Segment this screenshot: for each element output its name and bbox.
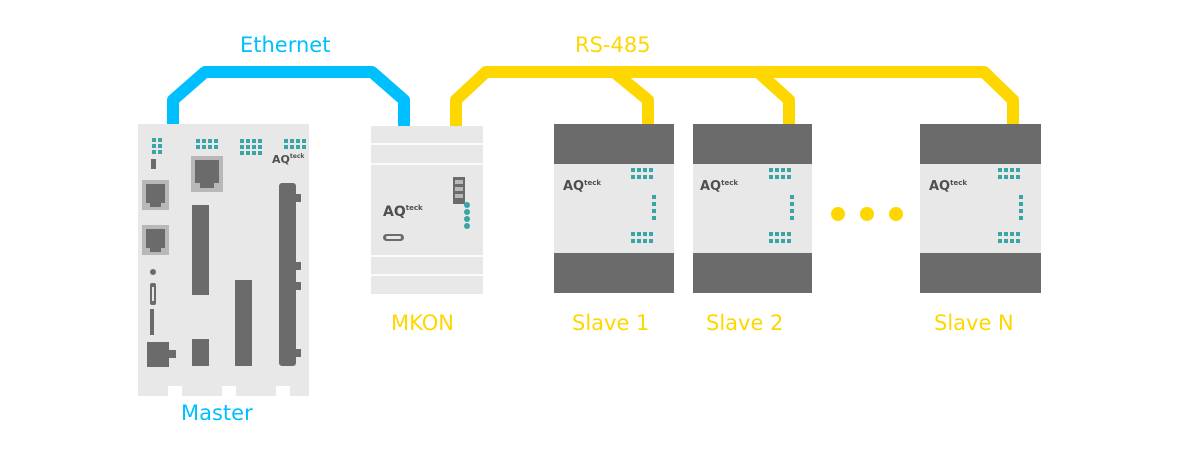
slave-n-leds-top <box>998 168 1020 179</box>
master-switch <box>151 159 156 169</box>
rs485-drop-slave1 <box>610 67 654 128</box>
master-ethernet-port-1 <box>142 180 169 210</box>
master-rail <box>279 183 301 366</box>
rs485-main-line <box>450 66 1019 128</box>
rs485-drop-slave2 <box>753 67 795 128</box>
rs485-label: RS-485 <box>575 33 651 57</box>
mkon-status-leds <box>464 202 470 229</box>
slave-2-leds-mid <box>790 195 794 220</box>
slave-2-logo: AQteck <box>700 179 738 194</box>
master-indicator <box>150 269 156 275</box>
slave-n-logo: AQteck <box>929 179 967 194</box>
master-led-cluster-3 <box>240 139 262 155</box>
master-ethernet-port-3 <box>191 156 223 192</box>
slave-n-device: AQteck <box>920 124 1041 293</box>
slave-2-leds-bottom <box>769 232 791 243</box>
ellipsis-icon <box>831 207 903 221</box>
master-io-slot <box>235 280 252 366</box>
master-led-cluster-4 <box>284 139 306 149</box>
ethernet-cable <box>167 66 410 128</box>
mkon-logo: AQteck <box>383 204 423 220</box>
master-sd-slot <box>192 205 209 295</box>
ethernet-label: Ethernet <box>240 33 331 57</box>
slave-n-label: Slave N <box>934 311 1014 335</box>
master-logo: AQteck <box>272 153 305 166</box>
rs485-bus <box>450 66 1019 128</box>
slave-2-leds-top <box>769 168 791 179</box>
master-label: Master <box>181 401 253 425</box>
slave-2-device: AQteck <box>693 124 812 293</box>
slave-n-leds-bottom <box>998 232 1020 243</box>
master-ethernet-port-2 <box>142 225 169 255</box>
slave-1-device: AQteck <box>554 124 674 293</box>
mkon-body <box>371 126 483 294</box>
mkon-terminal-block <box>453 177 465 204</box>
master-power-connector <box>147 342 169 367</box>
slave-1-leds-top <box>631 168 653 179</box>
master-led-cluster-1 <box>152 138 162 154</box>
slave-2-label: Slave 2 <box>706 311 784 335</box>
master-body <box>138 124 309 396</box>
master-device: AQteck <box>138 124 309 396</box>
slave-1-leds-bottom <box>631 232 653 243</box>
slave-1-leds-mid <box>652 195 656 220</box>
slave-n-leds-mid <box>1019 195 1023 220</box>
mkon-label: MKON <box>391 311 454 335</box>
slave-1-logo: AQteck <box>563 179 601 194</box>
master-slot-small <box>150 309 154 335</box>
master-connector-2 <box>192 339 209 366</box>
slave-1-label: Slave 1 <box>572 311 650 335</box>
mkon-device: AQteck <box>371 126 483 294</box>
master-led-cluster-2 <box>196 139 218 149</box>
